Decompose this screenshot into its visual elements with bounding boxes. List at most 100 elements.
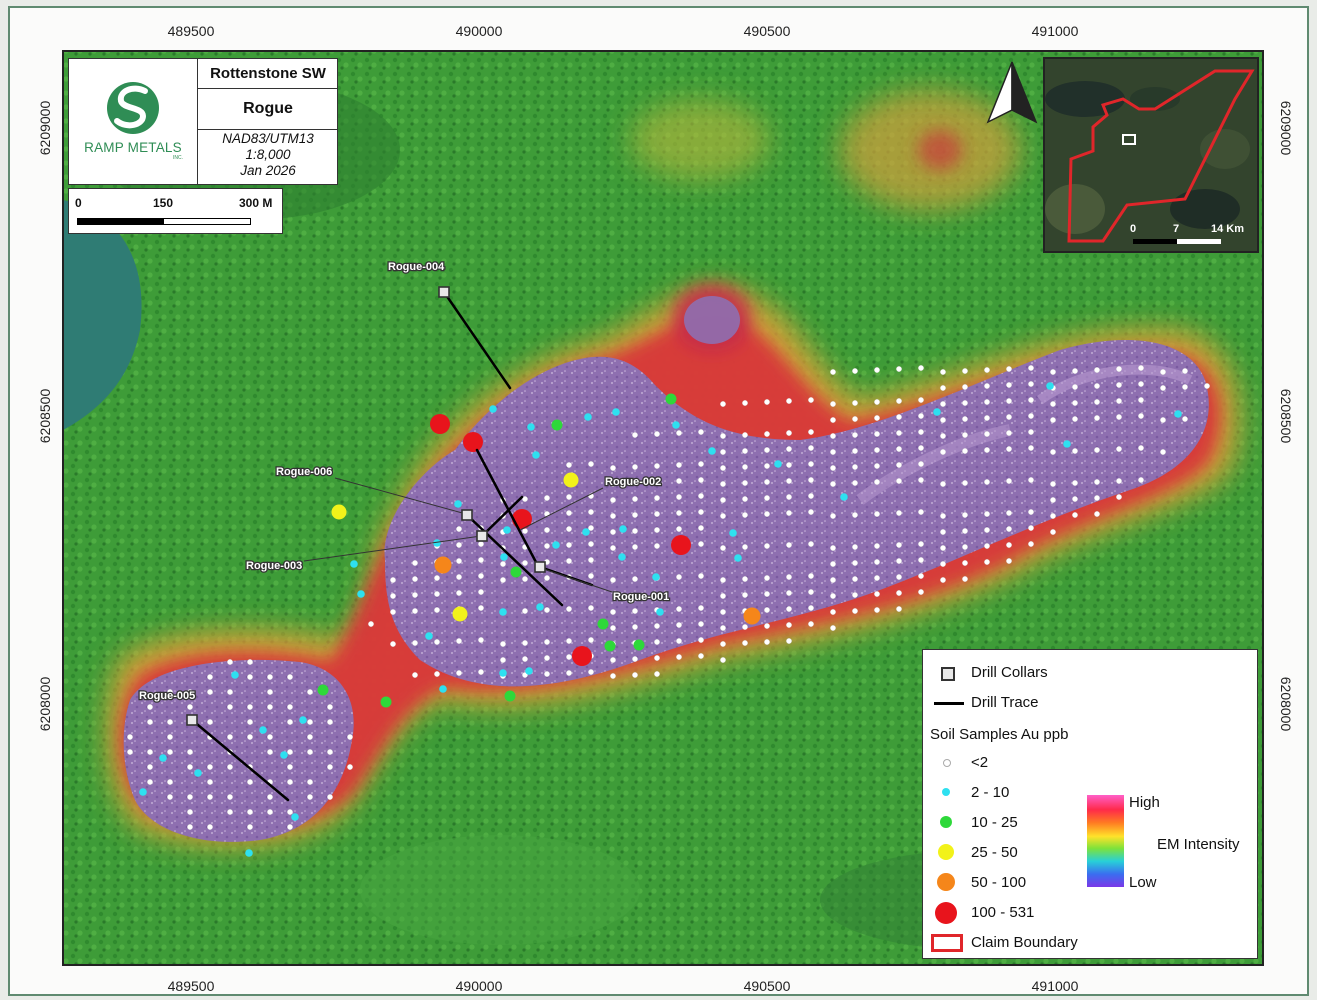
soil-sample-marker[interactable] [566, 494, 572, 500]
soil-sample-marker[interactable] [522, 528, 528, 534]
soil-sample-marker[interactable] [532, 451, 540, 459]
soil-sample-marker[interactable] [618, 553, 626, 561]
soil-sample-marker[interactable] [830, 577, 836, 583]
soil-sample-marker[interactable] [610, 609, 616, 615]
soil-sample-marker[interactable] [786, 606, 792, 612]
soil-sample-marker[interactable] [610, 657, 616, 663]
soil-sample-marker[interactable] [357, 590, 365, 598]
soil-sample-marker[interactable] [764, 575, 770, 581]
drill-collar-rogue-005[interactable] [186, 714, 198, 726]
soil-sample-marker[interactable] [896, 462, 902, 468]
soil-sample-marker[interactable] [896, 430, 902, 436]
soil-sample-marker[interactable] [830, 609, 836, 615]
soil-sample-marker[interactable] [896, 574, 902, 580]
soil-sample-marker[interactable] [984, 431, 990, 437]
soil-sample-marker[interactable] [227, 659, 233, 665]
soil-sample-marker[interactable] [259, 726, 267, 734]
soil-sample-marker[interactable] [940, 401, 946, 407]
soil-sample-marker[interactable] [764, 495, 770, 501]
drill-collar-rogue-001[interactable] [534, 561, 546, 573]
soil-sample-marker[interactable] [503, 526, 511, 534]
soil-sample-marker[interactable] [390, 609, 396, 615]
soil-sample-marker[interactable] [830, 465, 836, 471]
soil-sample-marker[interactable] [522, 576, 528, 582]
soil-sample-marker[interactable] [1094, 479, 1100, 485]
soil-sample-marker[interactable] [1138, 477, 1144, 483]
soil-sample-marker[interactable] [962, 432, 968, 438]
soil-sample-marker[interactable] [350, 560, 358, 568]
soil-sample-marker[interactable] [1116, 382, 1122, 388]
soil-sample-marker[interactable] [632, 432, 638, 438]
soil-sample-marker[interactable] [227, 764, 233, 770]
soil-sample-marker[interactable] [852, 592, 858, 598]
soil-sample-marker[interactable] [588, 605, 594, 611]
soil-sample-marker[interactable] [720, 545, 726, 551]
soil-sample-marker[interactable] [500, 657, 506, 663]
soil-sample-marker[interactable] [1072, 368, 1078, 374]
soil-sample-marker[interactable] [566, 462, 572, 468]
soil-sample-marker[interactable] [874, 367, 880, 373]
soil-sample-marker[interactable] [287, 824, 293, 830]
soil-sample-marker[interactable] [918, 477, 924, 483]
soil-sample-marker[interactable] [786, 638, 792, 644]
soil-sample-marker[interactable] [187, 764, 193, 770]
soil-sample-marker[interactable] [874, 447, 880, 453]
soil-sample-marker[interactable] [1028, 445, 1034, 451]
soil-sample-marker[interactable] [604, 640, 616, 652]
soil-sample-marker[interactable] [347, 734, 353, 740]
soil-sample-marker[interactable] [918, 461, 924, 467]
soil-sample-marker[interactable] [676, 606, 682, 612]
soil-sample-marker[interactable] [478, 589, 484, 595]
soil-sample-marker[interactable] [1028, 541, 1034, 547]
soil-sample-marker[interactable] [764, 591, 770, 597]
soil-sample-marker[interactable] [478, 573, 484, 579]
soil-sample-marker[interactable] [962, 544, 968, 550]
soil-sample-marker[interactable] [632, 464, 638, 470]
soil-sample-marker[interactable] [207, 689, 213, 695]
soil-sample-marker[interactable] [544, 655, 550, 661]
soil-sample-marker[interactable] [984, 559, 990, 565]
soil-sample-marker[interactable] [962, 416, 968, 422]
drill-collar-rogue-004[interactable] [438, 286, 450, 298]
soil-sample-marker[interactable] [582, 528, 590, 536]
soil-sample-marker[interactable] [610, 673, 616, 679]
soil-sample-marker[interactable] [984, 399, 990, 405]
soil-sample-marker[interactable] [147, 704, 153, 710]
soil-sample-marker[interactable] [1160, 449, 1166, 455]
soil-sample-marker[interactable] [1028, 429, 1034, 435]
soil-sample-marker[interactable] [852, 432, 858, 438]
soil-sample-marker[interactable] [698, 653, 704, 659]
soil-sample-marker[interactable] [698, 525, 704, 531]
soil-sample-marker[interactable] [430, 414, 450, 434]
soil-sample-marker[interactable] [940, 417, 946, 423]
soil-sample-marker[interactable] [1072, 480, 1078, 486]
soil-sample-marker[interactable] [610, 497, 616, 503]
soil-sample-marker[interactable] [672, 421, 680, 429]
soil-sample-marker[interactable] [918, 397, 924, 403]
soil-sample-marker[interactable] [1006, 414, 1012, 420]
soil-sample-marker[interactable] [1204, 383, 1210, 389]
soil-sample-marker[interactable] [918, 413, 924, 419]
soil-sample-marker[interactable] [940, 529, 946, 535]
soil-sample-marker[interactable] [412, 672, 418, 678]
soil-sample-marker[interactable] [1050, 449, 1056, 455]
soil-sample-marker[interactable] [874, 463, 880, 469]
soil-sample-marker[interactable] [287, 779, 293, 785]
soil-sample-marker[interactable] [632, 512, 638, 518]
soil-sample-marker[interactable] [454, 500, 462, 508]
soil-sample-marker[interactable] [742, 624, 748, 630]
soil-sample-marker[interactable] [287, 704, 293, 710]
soil-sample-marker[interactable] [874, 399, 880, 405]
soil-sample-marker[interactable] [786, 590, 792, 596]
soil-sample-marker[interactable] [452, 606, 468, 622]
soil-sample-marker[interactable] [1094, 511, 1100, 517]
soil-sample-marker[interactable] [1006, 558, 1012, 564]
soil-sample-marker[interactable] [588, 557, 594, 563]
soil-sample-marker[interactable] [245, 849, 253, 857]
soil-sample-marker[interactable] [610, 529, 616, 535]
drill-collar-rogue-003[interactable] [476, 530, 488, 542]
soil-sample-marker[interactable] [734, 554, 742, 562]
soil-sample-marker[interactable] [720, 657, 726, 663]
soil-sample-marker[interactable] [742, 592, 748, 598]
soil-sample-marker[interactable] [874, 559, 880, 565]
